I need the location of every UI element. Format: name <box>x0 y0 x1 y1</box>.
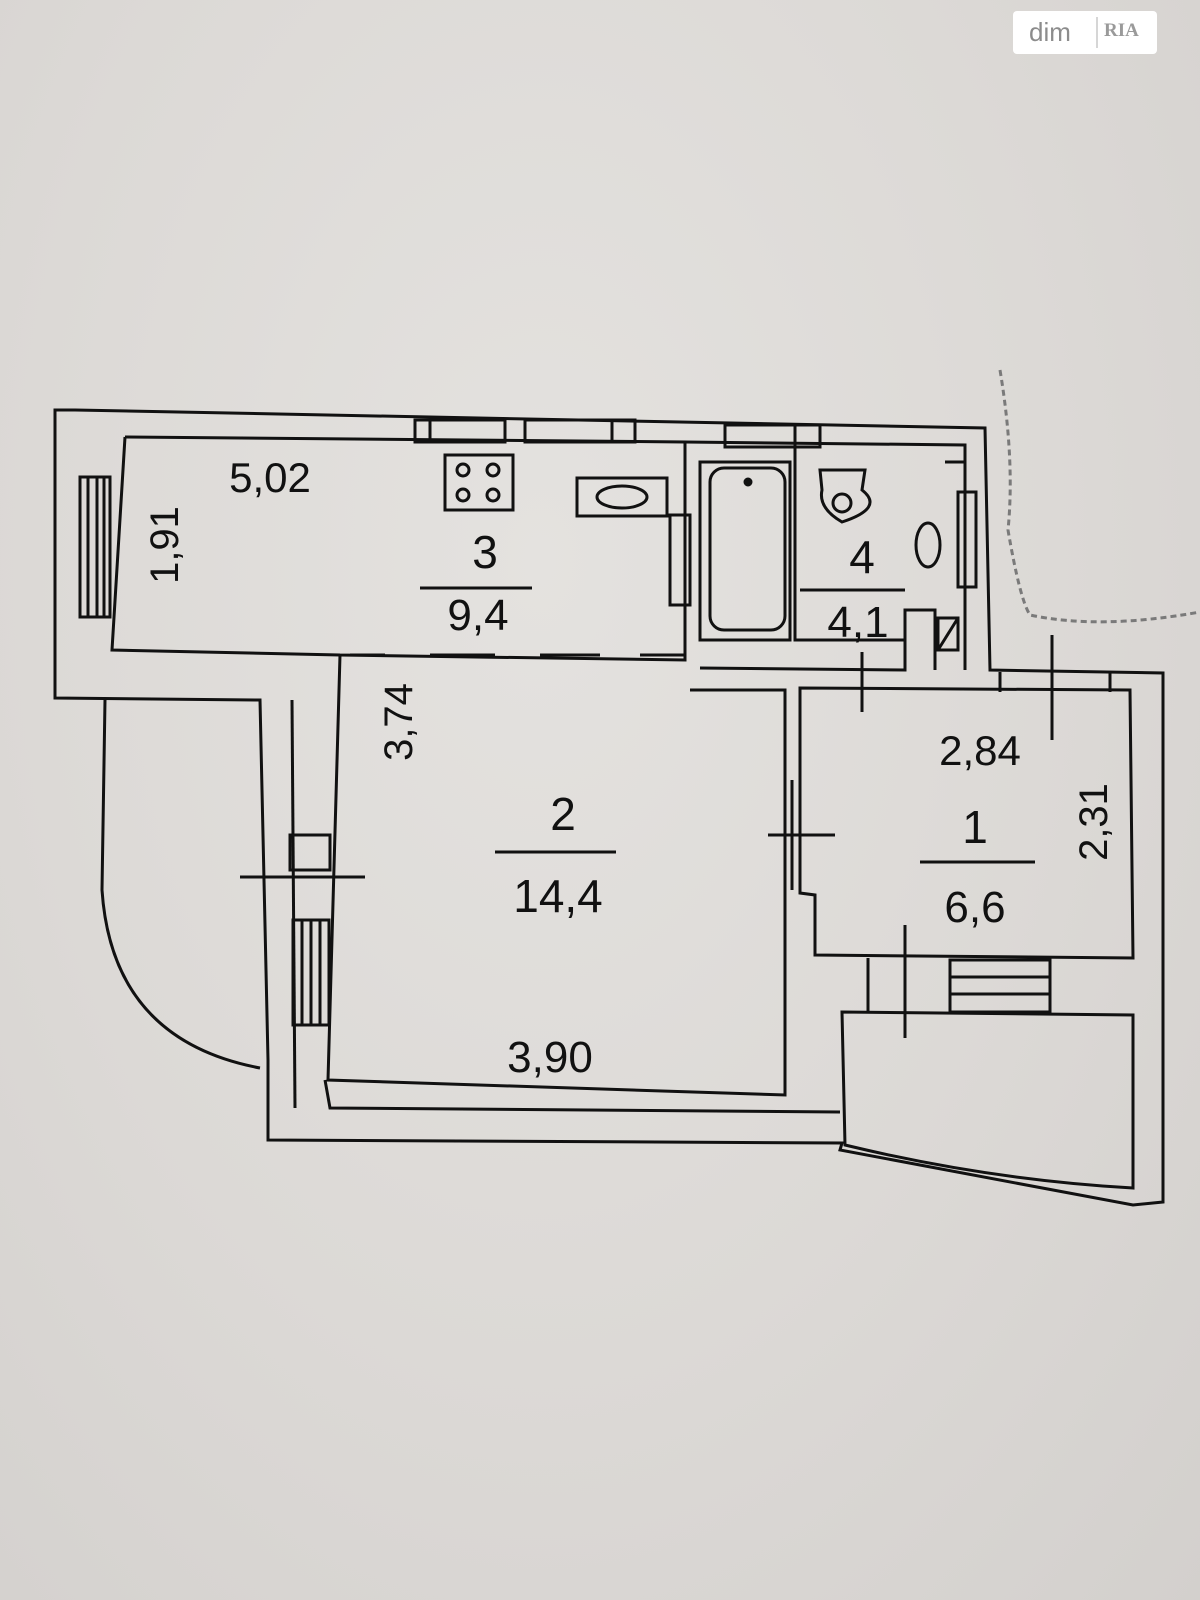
window-top-2 <box>523 418 637 444</box>
kitchen-sink <box>575 476 669 518</box>
window-top-3 <box>723 423 822 449</box>
window-top-1 <box>413 418 507 444</box>
dim-kitchen-depth: 1,91 <box>143 506 187 584</box>
watermark-divider <box>1096 17 1098 48</box>
left-balcony-wall <box>290 699 297 1109</box>
right-balcony-door <box>948 958 1052 1014</box>
outer-wall <box>53 408 1165 1207</box>
room-3-area: 9,4 <box>447 591 508 640</box>
room-1-area: 6,6 <box>944 883 1005 932</box>
door-markers <box>240 635 1054 1038</box>
torn-paper-edge <box>998 369 1200 624</box>
living-room-wall <box>326 654 787 1097</box>
bathtub <box>708 466 787 632</box>
hall-wall <box>798 686 1135 960</box>
kitchen-inner-wall <box>110 435 687 662</box>
balcony-door-top <box>288 833 332 872</box>
hall-wall-2 <box>998 672 1112 692</box>
watermark-brand: dim <box>1029 17 1071 47</box>
bath-wall-2 <box>684 440 967 672</box>
room-2-number: 2 <box>550 788 576 840</box>
room-3-number: 3 <box>472 526 498 578</box>
left-balcony <box>100 699 261 1070</box>
dim-kitchen-width: 5,02 <box>229 454 311 501</box>
shaft <box>936 616 960 652</box>
dim-hall-depth: 2,31 <box>1072 783 1116 861</box>
dim-hall-width: 2,84 <box>939 727 1021 774</box>
room-4-area: 4,1 <box>827 598 888 647</box>
dim-ria-watermark: dim RIA <box>1013 11 1157 54</box>
right-balcony <box>840 1010 1135 1190</box>
toilet <box>818 468 872 524</box>
bath-wall <box>698 460 792 642</box>
room-2-area: 14,4 <box>513 870 603 922</box>
room-4-number: 4 <box>849 531 875 583</box>
wc-wall <box>793 445 905 642</box>
left-window <box>78 475 112 619</box>
washbasin <box>914 521 942 569</box>
stove <box>443 453 515 512</box>
room-1-number: 1 <box>962 801 988 853</box>
dim-room-depth: 3,74 <box>377 683 421 761</box>
living-room-wall-outer <box>323 1079 841 1114</box>
dim-room-width: 3,90 <box>507 1033 593 1082</box>
watermark-logo: RIA <box>1104 20 1139 41</box>
